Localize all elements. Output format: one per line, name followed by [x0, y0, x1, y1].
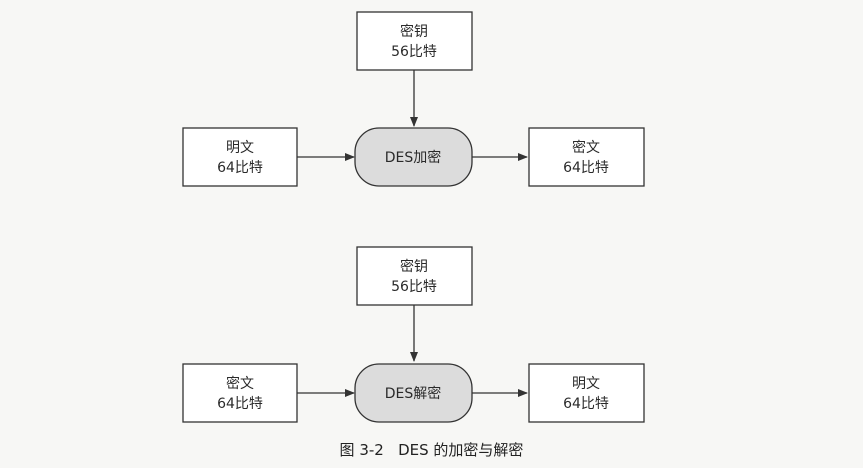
enc-key-box: 密钥 56比特 [356, 11, 473, 71]
enc-key-line2: 56比特 [391, 44, 437, 60]
dec-process-node: DES解密 [354, 363, 473, 423]
enc-input-line2: 64比特 [217, 160, 263, 176]
dec-key-line2: 56比特 [391, 279, 437, 295]
enc-input-line1: 明文 [226, 140, 254, 156]
enc-input-box: 明文 64比特 [182, 127, 298, 187]
encryption-flow: 密钥 56比特 明文 64比特 DES加密 密文 64比特 [182, 11, 645, 187]
dec-process-label: DES解密 [385, 385, 442, 402]
enc-key-line1: 密钥 [400, 23, 428, 40]
figure-caption: 图 3-2 DES 的加密与解密 [339, 441, 524, 459]
dec-input-box: 密文 64比特 [182, 363, 298, 423]
enc-output-line2: 64比特 [563, 160, 609, 176]
dec-input-line1: 密文 [226, 375, 254, 392]
enc-output-line1: 密文 [572, 139, 600, 156]
enc-output-box: 密文 64比特 [528, 127, 645, 187]
dec-output-line2: 64比特 [563, 396, 609, 412]
dec-output-line1: 明文 [572, 376, 600, 392]
dec-input-line2: 64比特 [217, 396, 263, 412]
dec-key-line1: 密钥 [400, 258, 428, 275]
enc-process-node: DES加密 [354, 127, 473, 187]
decryption-flow: 密钥 56比特 密文 64比特 DES解密 明文 64比特 [182, 246, 645, 423]
enc-process-label: DES加密 [385, 149, 442, 166]
dec-output-box: 明文 64比特 [528, 363, 645, 423]
dec-key-box: 密钥 56比特 [356, 246, 473, 306]
